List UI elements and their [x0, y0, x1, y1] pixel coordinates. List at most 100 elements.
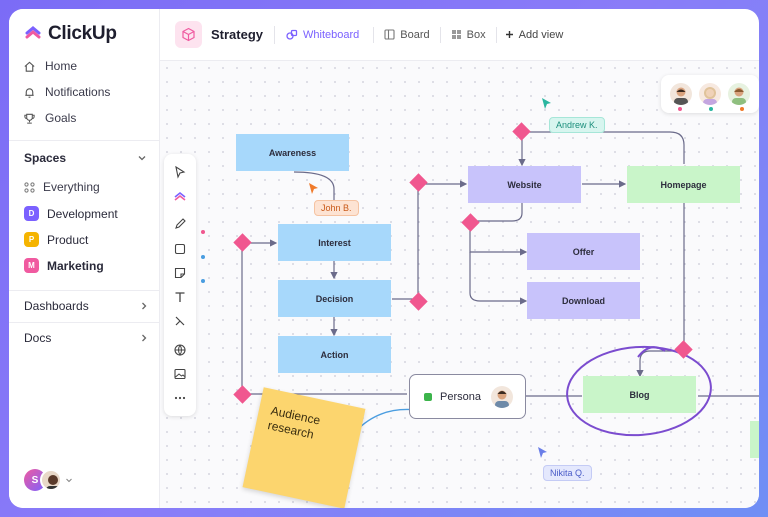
app-window: ClickUp Home Notifications Goals Spaces …	[9, 9, 759, 508]
spaces-heading[interactable]: Spaces	[24, 151, 67, 165]
divider	[439, 26, 441, 43]
pointer-icon	[175, 165, 186, 179]
chevron-down-icon[interactable]	[137, 153, 147, 163]
cube-icon	[175, 21, 202, 48]
box-icon	[451, 30, 461, 39]
square-icon	[174, 243, 186, 255]
tab-label: Whiteboard	[303, 28, 360, 41]
node-offer[interactable]: Offer	[527, 233, 640, 270]
more-icon	[174, 396, 186, 400]
persona-card[interactable]: Persona	[409, 374, 526, 419]
node-awareness[interactable]: Awareness	[236, 134, 349, 171]
sidebar-item-marketing[interactable]: M Marketing	[24, 258, 104, 273]
collaborators[interactable]	[661, 75, 759, 113]
pen-tool[interactable]	[172, 216, 188, 232]
more-tools[interactable]	[172, 390, 188, 406]
header: Strategy Whiteboard Board Box Add view	[160, 9, 759, 61]
cursor-tag-nikita: Nikita Q.	[543, 465, 592, 481]
chevron-right-icon[interactable]	[139, 333, 149, 343]
tab-label: Box	[466, 28, 486, 41]
whiteboard-icon	[286, 29, 298, 40]
plus-icon	[505, 31, 513, 38]
sidebar-item-label: Everything	[43, 180, 100, 194]
cursor-tag-andrew: Andrew K.	[549, 117, 605, 133]
sidebar-item-everything[interactable]: Everything	[24, 180, 100, 194]
cursor-tag-john: John B.	[314, 200, 359, 216]
user-menu[interactable]: S	[24, 469, 73, 491]
sidebar-item-label: Notifications	[45, 85, 111, 99]
embed-tool[interactable]	[172, 342, 188, 358]
shapes-tool[interactable]	[172, 190, 188, 206]
node-homepage[interactable]: Homepage	[627, 166, 740, 203]
sidebar-item-docs[interactable]: Docs	[24, 331, 52, 345]
cursor-arrow-icon	[309, 183, 318, 194]
tab-whiteboard[interactable]: Whiteboard	[286, 29, 359, 41]
connector-tool[interactable]	[172, 313, 188, 329]
avatar	[727, 83, 750, 105]
color-dot	[201, 230, 205, 234]
rectangle-tool[interactable]	[172, 241, 188, 257]
text-icon	[175, 292, 185, 302]
divider	[9, 140, 160, 141]
chevron-right-icon[interactable]	[139, 301, 149, 311]
sidebar-item-label: Home	[45, 59, 78, 73]
presence-dot	[709, 107, 713, 111]
sidebar-item-label: Product	[47, 232, 89, 247]
divider	[9, 322, 160, 323]
bell-icon	[25, 87, 34, 98]
tab-box[interactable]: Box	[451, 29, 486, 41]
sticky-tool[interactable]	[172, 265, 188, 281]
sidebar-item-label: Marketing	[47, 258, 104, 273]
divider	[9, 290, 160, 291]
app-logo[interactable]: ClickUp	[24, 23, 117, 45]
select-tool[interactable]	[172, 164, 188, 180]
text-tool[interactable]	[172, 289, 188, 305]
avatar	[698, 83, 721, 105]
divider	[373, 26, 375, 43]
add-view-label: Add view	[518, 28, 564, 41]
divider	[495, 26, 497, 43]
sidebar-item-label: Goals	[45, 111, 77, 125]
whiteboard-canvas[interactable]: Awareness Interest Decision Action Websi…	[160, 61, 759, 508]
sidebar-item-goals[interactable]: Goals	[23, 111, 76, 125]
board-icon	[384, 29, 395, 40]
page-title: Strategy	[211, 27, 264, 42]
color-dot	[201, 279, 205, 283]
color-dot	[201, 255, 205, 259]
sidebar-item-notifications[interactable]: Notifications	[23, 85, 110, 99]
sticky-note[interactable]: Audience research	[242, 387, 366, 508]
add-view-button[interactable]: Add view	[505, 28, 564, 41]
sidebar-item-product[interactable]: P Product	[24, 232, 88, 247]
space-badge: M	[24, 258, 39, 273]
presence-dot	[678, 107, 682, 111]
cursor-arrow-icon	[542, 98, 551, 109]
node-website[interactable]: Website	[468, 166, 581, 203]
sidebar: ClickUp Home Notifications Goals Spaces …	[9, 9, 160, 508]
space-badge: D	[24, 206, 39, 221]
sidebar-item-dashboards[interactable]: Dashboards	[24, 299, 89, 313]
whiteboard-toolbar	[164, 154, 196, 416]
grid-icon	[24, 181, 35, 193]
node-action[interactable]: Action	[278, 336, 391, 373]
chevron-down-icon	[66, 478, 72, 483]
pen-icon	[175, 218, 186, 229]
node-partial[interactable]	[750, 421, 759, 458]
sticky-note-icon	[174, 267, 186, 279]
sidebar-item-home[interactable]: Home	[23, 59, 77, 73]
connectors	[233, 122, 759, 437]
space-badge: P	[24, 232, 39, 247]
cursor-arrow-icon	[538, 447, 547, 458]
connector-icon	[175, 316, 185, 326]
globe-icon	[174, 344, 186, 356]
tab-board[interactable]: Board	[384, 28, 430, 41]
avatar	[40, 469, 62, 491]
image-icon	[174, 368, 186, 380]
node-blog[interactable]: Blog	[583, 376, 696, 413]
tab-label: Board	[400, 28, 430, 41]
node-download[interactable]: Download	[527, 282, 640, 319]
node-interest[interactable]: Interest	[278, 224, 391, 261]
clickup-logo-icon	[25, 26, 41, 39]
sidebar-item-development[interactable]: D Development	[24, 206, 118, 221]
image-tool[interactable]	[172, 366, 188, 382]
node-decision[interactable]: Decision	[278, 280, 391, 317]
